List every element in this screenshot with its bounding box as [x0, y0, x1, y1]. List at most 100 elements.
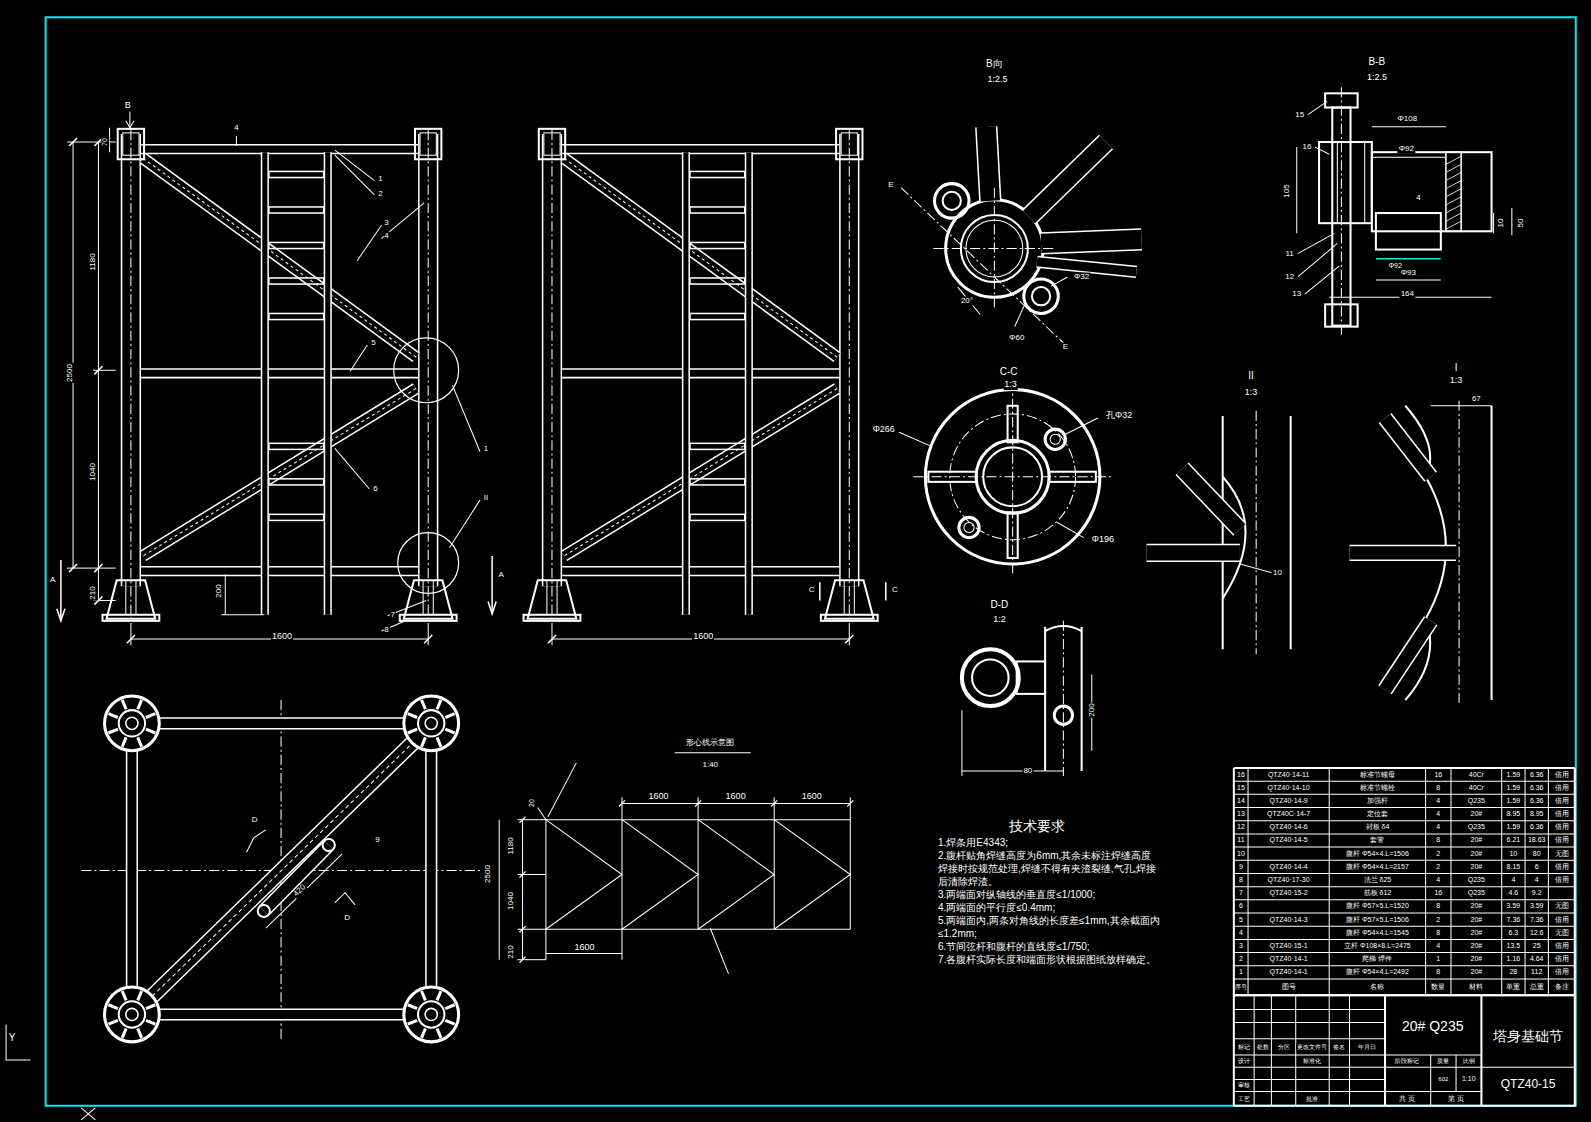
drawing-line: [93, 370, 115, 371]
dimension-text: 3: [383, 219, 389, 228]
table-cell: 8.15: [1507, 863, 1521, 871]
drawing-circle: [105, 696, 160, 751]
drawing-circle: [959, 517, 979, 537]
table-cell: 20#: [1470, 903, 1482, 911]
drawing-line: [1431, 405, 1492, 406]
drawing-line: [437, 700, 441, 709]
drawing-line: [425, 751, 437, 987]
table-cell: 借用: [1555, 797, 1569, 805]
drawing-circle: [119, 1001, 145, 1027]
dimension-text: 80: [1022, 767, 1033, 776]
drawing-line: [146, 1005, 155, 1009]
table-cell: 20#: [1470, 850, 1482, 858]
technical-note: 3.两端面对纵轴线的垂直度≤1/1000;: [938, 888, 1160, 901]
dimension-text: C-C: [999, 366, 1019, 377]
table-cell: 16: [1434, 889, 1442, 897]
table-cell: 20#: [1470, 916, 1482, 924]
drawing-line: [122, 737, 126, 746]
tube-inner: [564, 389, 837, 556]
drawing-line: [1548, 768, 1549, 995]
table-cell: 材料: [1469, 983, 1483, 991]
drawing-line: [1051, 277, 1067, 286]
drawing-line: [1041, 239, 1141, 243]
drawing-line: [1372, 126, 1446, 127]
drawing-line: [1234, 978, 1575, 979]
dimension-text: 1:40: [701, 761, 719, 770]
table-cell: 腹杆 Φ57×5.L=1506: [1346, 916, 1409, 924]
drawing-line: [57, 609, 65, 621]
drawing-line: [958, 287, 980, 314]
drawing-line: [545, 929, 546, 959]
dimension-text: E: [1062, 343, 1069, 352]
table-cell: 8.95: [1507, 810, 1521, 818]
drawing-line: [138, 991, 142, 1000]
table-cell: 8: [1436, 837, 1440, 845]
drawing-rect: [269, 278, 324, 284]
tube-inner: [264, 845, 329, 911]
drawing-line: [1065, 418, 1097, 434]
drawing-line: [1234, 952, 1575, 953]
drawing-line: [1234, 807, 1575, 808]
drawing-rect: [1446, 152, 1461, 231]
dimension-text: E: [887, 180, 894, 189]
table-cell: 封板 δ4: [1366, 823, 1390, 831]
table-cell: QTZ40·14-3: [1270, 916, 1308, 924]
table-cell: 借用: [1555, 823, 1569, 831]
drawing-line: [122, 700, 126, 709]
drawing-line: [152, 743, 413, 997]
dimension-text: 15: [1294, 110, 1305, 119]
drawing-line: [422, 991, 426, 1000]
drawing-line: [551, 623, 552, 645]
dimension-text: 1600: [573, 943, 595, 953]
drawing-line: [546, 580, 547, 614]
dimension-text: 10: [1272, 569, 1283, 578]
dimension-text: 1180: [507, 836, 516, 855]
technical-note: 5.两端面内,两条对角线的长度差≤1mm,其余截面内≤1.2mm;: [938, 914, 1160, 940]
title-block-text: 批准: [1305, 1095, 1319, 1102]
tube-inner: [562, 146, 839, 153]
dimension-text: 2500: [484, 865, 493, 885]
dimension-text: 7: [389, 610, 395, 619]
drawing-line: [538, 808, 546, 820]
drawing-rect: [690, 171, 745, 177]
dimension-text: D: [251, 815, 259, 824]
table-cell: 1.59: [1507, 771, 1521, 779]
tube-inner: [141, 146, 418, 153]
drawing-line: [422, 1029, 426, 1038]
dimension-text: 5: [370, 338, 376, 347]
dimension-text: 1: [377, 174, 383, 183]
drawing-line: [847, 800, 853, 806]
drawing-line: [1349, 995, 1350, 1106]
drawing-line: [1341, 87, 1342, 337]
table-cell: 4: [1239, 929, 1243, 937]
table-cell: 无图: [1555, 903, 1569, 911]
drawing-rect: [269, 207, 324, 213]
table-cell: 无图: [1555, 929, 1569, 937]
table-cell: 借用: [1555, 837, 1569, 845]
drawing-line: [422, 700, 426, 709]
technical-note: 2.腹杆贴角焊缝高度为6mm,其余未标注焊缝高度焊接时按规范处理,焊缝不得有夹渣…: [938, 849, 1160, 888]
drawing-rect: [690, 242, 745, 248]
drawing-line: [619, 800, 625, 806]
table-cell: QTZ40·14-10: [1268, 784, 1310, 792]
drawing-line: [564, 389, 837, 556]
table-cell: 1.59: [1507, 797, 1521, 805]
drawing-line: [81, 1108, 95, 1120]
dimension-text: C: [808, 586, 816, 595]
drawing-frame: [46, 17, 1576, 1106]
drawing-rect: [102, 615, 159, 621]
title-block-text: 602: [1437, 1076, 1449, 1083]
table-cell: 6.36: [1530, 823, 1544, 831]
drawing-line: [844, 580, 845, 614]
drawing-line: [1329, 768, 1330, 995]
drawing-line: [698, 797, 699, 819]
drawing-circle: [126, 1008, 138, 1020]
dimension-text: 210: [507, 944, 516, 959]
tube-inner: [746, 152, 751, 615]
dimension-text: 4: [383, 232, 389, 241]
technical-notes: 1.焊条用E4343;2.腹杆贴角焊缝高度为6mm,其余未标注焊缝高度焊接时按规…: [938, 836, 1160, 966]
drawing-line: [445, 729, 454, 733]
table-cell: 无图: [1555, 850, 1569, 858]
dimension-text: 12: [1284, 273, 1295, 282]
